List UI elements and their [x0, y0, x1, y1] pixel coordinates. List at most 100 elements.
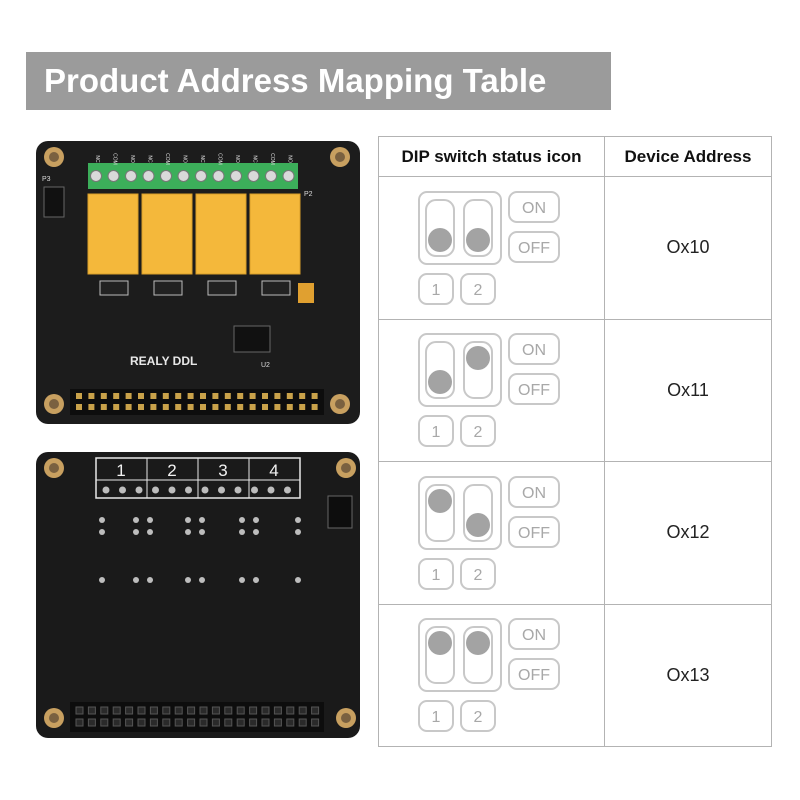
solder-pad — [234, 486, 242, 494]
header-pin — [224, 393, 231, 399]
dip-switch-2-knob — [465, 512, 490, 537]
device-address: Ox13 — [604, 603, 772, 747]
header-socket — [87, 706, 96, 715]
header-pin — [100, 393, 107, 399]
header-socket — [249, 706, 258, 715]
header-socket — [199, 706, 208, 715]
on-label: ON — [522, 627, 546, 644]
header-pin — [249, 404, 256, 410]
via-pad — [99, 517, 105, 523]
via-pad — [147, 577, 153, 583]
dip-slot-1 — [424, 341, 455, 400]
u2-label: U2 — [261, 362, 270, 369]
header-pin — [100, 404, 107, 410]
header-socket — [149, 706, 158, 715]
solder-pad — [201, 486, 209, 494]
header-socket — [286, 706, 295, 715]
dip-slot-1 — [424, 626, 455, 685]
table-row: ON OFF 1 2 Ox11 — [378, 318, 772, 462]
header-pin — [212, 404, 219, 410]
via-pad — [185, 517, 191, 523]
channel-label-1: 1 — [116, 461, 125, 480]
on-label: ON — [522, 342, 546, 359]
header-socket — [224, 706, 233, 715]
dip-housing — [417, 618, 502, 693]
header-socket — [261, 718, 270, 727]
dip-slot-2 — [462, 483, 493, 542]
header-pin — [200, 393, 206, 399]
channel-label-3: 3 — [218, 461, 227, 480]
header-pin — [175, 404, 182, 410]
switch-2-label: 2 — [473, 424, 482, 441]
switch-2-label-box — [459, 415, 496, 448]
terminal-screw — [125, 170, 137, 182]
mounting-hole — [330, 147, 350, 167]
header-pin — [237, 393, 244, 399]
header-pin — [76, 404, 82, 410]
switch-2-label: 2 — [473, 567, 482, 584]
switch-1-label-box — [417, 272, 454, 305]
terminal-screw — [160, 170, 172, 182]
on-label-box — [507, 190, 560, 223]
dip-housing — [417, 333, 502, 408]
terminal-label: COM — [217, 153, 223, 165]
header-socket — [162, 706, 171, 715]
mounting-hole — [44, 708, 64, 728]
via-pad — [253, 577, 259, 583]
dip-housing — [417, 475, 502, 550]
gpio-header — [70, 389, 324, 415]
solder-pad — [185, 486, 192, 494]
dip-switch-1-knob — [427, 227, 452, 252]
header-pin — [262, 404, 268, 410]
ic-chip — [233, 325, 271, 353]
header-pin — [311, 393, 318, 399]
off-label-box — [507, 658, 560, 691]
dip-slot-1 — [424, 198, 455, 257]
relay-board-back-image: 1 2 3 4 — [36, 452, 360, 738]
silkscreen-text: REALY DDL — [130, 354, 197, 368]
header-pin — [200, 404, 206, 410]
header-pin — [162, 393, 169, 399]
header-socket — [100, 706, 109, 715]
header-socket — [311, 706, 320, 715]
header-pin — [311, 404, 318, 410]
via-pad — [185, 577, 191, 583]
mounting-hole — [336, 708, 356, 728]
header-socket — [174, 718, 183, 727]
header-socket — [87, 718, 96, 727]
off-label: OFF — [518, 240, 550, 257]
header-socket — [261, 706, 270, 715]
terminal-label: NC — [199, 155, 205, 163]
dip-switch-2-knob — [465, 227, 490, 252]
header-pin — [76, 393, 82, 399]
header-pin — [113, 393, 120, 399]
header-socket — [311, 718, 320, 727]
switch-1-label: 1 — [431, 709, 440, 726]
on-label: ON — [522, 485, 546, 502]
via-pad — [253, 517, 259, 523]
header-pin — [299, 404, 306, 410]
via-pad — [133, 577, 139, 583]
solder-pad — [251, 486, 258, 494]
terminal-screw — [247, 170, 260, 182]
header-socket — [236, 706, 245, 715]
switch-2-label: 2 — [473, 709, 482, 726]
via-pad — [147, 517, 153, 523]
mounting-hole — [44, 458, 64, 478]
channel-label-4: 4 — [269, 461, 278, 480]
component — [153, 280, 183, 296]
header-pin — [175, 393, 182, 399]
back-p3-header — [327, 495, 353, 529]
header-socket — [273, 706, 282, 715]
header-pin — [125, 404, 132, 410]
switch-1-label: 1 — [431, 567, 440, 584]
address-mapping-table: DIP switch status icon Device Address ON… — [378, 136, 772, 747]
solder-pad — [119, 486, 126, 494]
on-label-box — [507, 618, 560, 651]
terminal-screw — [142, 170, 155, 182]
header-socket — [187, 706, 196, 715]
channel-label-2: 2 — [167, 461, 176, 480]
header-socket — [137, 718, 146, 727]
device-address: Ox11 — [604, 318, 772, 462]
